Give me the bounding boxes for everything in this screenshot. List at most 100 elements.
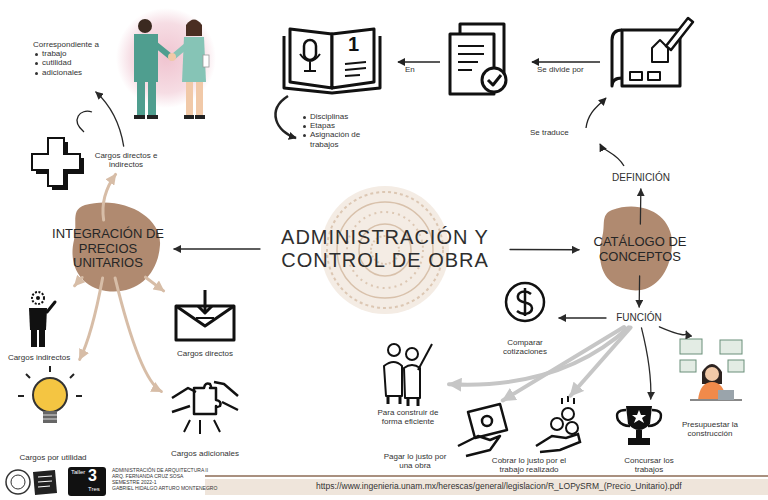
concept-node: Correspondiente atrabajocutilidadadicion…: [25, 40, 107, 90]
node-text-group: Correspondiente atrabajocutilidadadicion…: [33, 40, 99, 77]
envelope-icon-part: [204, 290, 207, 312]
handshake-icon-part: [186, 20, 202, 37]
node-text-group: Cargos adicionales: [171, 449, 239, 458]
dollar-icon-part: [506, 283, 544, 321]
logos-part: [6, 470, 30, 494]
annotation-label: https://www.ingenieria.unam.mx/herescas/…: [316, 482, 682, 491]
annotation-label: SEMESTRE 2022-1: [112, 480, 156, 486]
dollar-icon-part: [524, 288, 527, 316]
people-icon-part: [418, 344, 432, 370]
cross-icon: [32, 138, 84, 190]
logos: [6, 467, 106, 496]
plan-icon-part: [612, 30, 622, 86]
concept-node: Pagar lo justo por una obra: [378, 402, 510, 470]
cross-icon-part: [32, 138, 80, 186]
connector: [641, 328, 650, 399]
node-text: ADMINISTRACIÓN Y CONTROL DE OBRA: [266, 226, 504, 272]
money-icon-part: [458, 436, 500, 456]
node-text: adicionales: [33, 68, 99, 77]
book-icon-part: [345, 62, 366, 76]
node-text: Para construir de forma eficiente: [374, 408, 442, 426]
coins-hand-icon-part: [566, 422, 578, 434]
person-icon-part: [47, 302, 55, 312]
flow-arrow-part: [532, 61, 600, 62]
connector: [96, 92, 124, 146]
people-icon: [384, 344, 432, 406]
node-text-group: CATÁLOGO DE CONCEPTOS: [584, 235, 696, 265]
woman-desk-icon-part: [720, 340, 742, 354]
handshake-icon-part: [196, 82, 203, 116]
connector: [80, 278, 103, 359]
node-text: Presupuestar la construcción: [678, 420, 742, 438]
trophy-icon-part: [636, 430, 642, 438]
logos-part: [68, 467, 106, 496]
node-text: CATÁLOGO DE CONCEPTOS: [584, 235, 696, 265]
handshake-icon-part: [184, 115, 194, 119]
connector: [570, 328, 630, 396]
node-text-group: Comparar cotizaciones: [496, 338, 554, 356]
book-icon: [284, 29, 380, 93]
connector: [174, 248, 260, 249]
coins-hand-icon: [536, 396, 580, 452]
dollar-icon: [506, 283, 544, 321]
coins-hand-icon-part: [562, 408, 574, 420]
people-icon-part: [384, 362, 402, 396]
footer-band-part: [205, 475, 768, 477]
document-icon: [450, 24, 506, 94]
book-icon-part: [300, 54, 320, 71]
node-text-group: Cargos directos e indirectos: [94, 151, 158, 169]
connector: [103, 174, 116, 220]
node-text: Comparar cotizaciones: [496, 338, 554, 356]
bulb-icon: [18, 366, 82, 423]
person-icon-part: [39, 330, 45, 347]
person-icon-part: [31, 330, 37, 347]
envelope-icon: [176, 290, 234, 340]
handshake-icon: [116, 8, 216, 119]
plan-icon-part: [630, 72, 660, 80]
bulb-icon-part: [43, 415, 57, 419]
node-text: Cobrar lo justo por el trabajo realizado: [486, 456, 572, 474]
node-text: cutilidad: [33, 58, 99, 67]
plan-icon-part: [652, 40, 668, 62]
logos-part: [38, 476, 52, 487]
node-text: INTEGRACIÓN DE PRECIOS UNITARIOS: [47, 227, 169, 272]
envelope-icon-part: [176, 306, 234, 340]
document-icon-part: [458, 46, 484, 70]
person-icon-part: [36, 296, 40, 300]
concept-node: Cargos directos e indirectos: [92, 148, 160, 172]
node-text: Cargos por utilidad: [19, 453, 86, 462]
handshake-icon-part: [148, 82, 156, 116]
concept-node: Para construir de forma eficiente: [370, 338, 446, 426]
node-text-group: DisciplinasEtapasAsignación de trabajos: [301, 112, 365, 149]
node-text-group: Concursar los trabajos: [619, 456, 679, 474]
connector: [145, 277, 163, 291]
handshake-icon-part: [203, 55, 209, 67]
concept-node: Cargos adicionales: [164, 372, 246, 458]
node-text-group: FUNCIÓN: [616, 312, 662, 324]
plan-icon: [612, 18, 693, 86]
annotation-label: Se divide por: [537, 66, 584, 75]
coins-hand-icon-part: [562, 396, 574, 404]
node-text-group: Cobrar lo justo por el trabajo realizado: [486, 456, 572, 474]
person-icon-part: [29, 308, 47, 330]
concept-node: Cargos directos: [166, 286, 244, 358]
connector: [559, 317, 606, 318]
coins-hand-icon-part: [536, 434, 580, 452]
node-text-group: Cargos indirectos: [8, 353, 70, 362]
annotation-label: 3: [88, 467, 97, 485]
connector: [75, 277, 83, 285]
handshake-icon-part: [134, 115, 145, 119]
woman-desk-icon-part: [705, 367, 719, 381]
concept-node: Cobrar lo justo por el trabajo realizado: [486, 398, 584, 474]
node-text: trabajo: [33, 49, 99, 58]
person-icon-part: [32, 292, 44, 304]
node-text: Asignación de trabajos: [301, 130, 365, 148]
handshake-icon-part: [138, 19, 152, 33]
footer-band-part: [205, 479, 768, 495]
annotation-label: GABRIEL HIDALGO ARTURO MONTENEGRO: [112, 486, 217, 492]
book-icon-part: [290, 29, 332, 88]
puzzle-hands-icon: [172, 382, 238, 434]
annotation-label: Se traduce: [530, 129, 569, 138]
flow-arrow-part: [600, 144, 624, 166]
